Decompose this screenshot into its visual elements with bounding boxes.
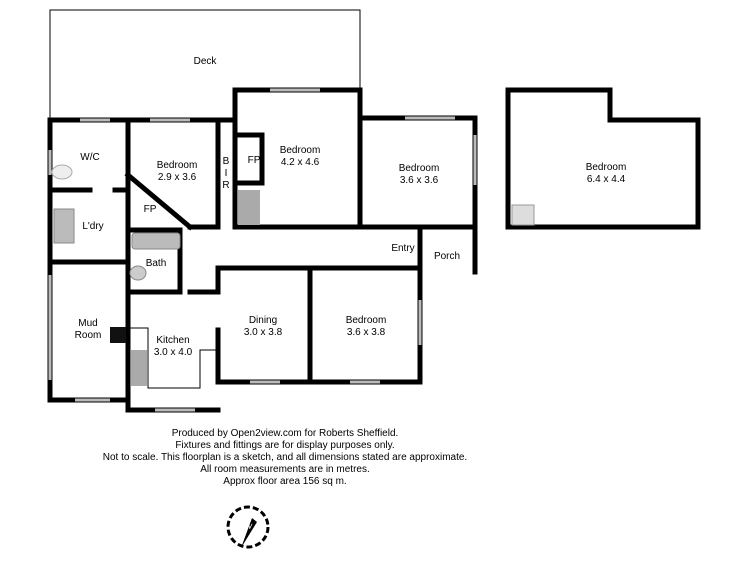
stairs-icon [511,204,535,226]
laundry-tub-icon [53,208,75,244]
note-line: Not to scale. This floorplan is a sketch… [102,452,468,463]
room-label-laundry: L'dry [82,221,103,232]
toilet-icon [51,164,73,180]
bir-label: R [222,180,229,191]
note-line: Approx floor area 156 sq m. [223,476,347,487]
room-label-bath: Bath [146,258,167,269]
room-label-bedroom: Bedroom [346,315,387,326]
room-dimensions: 4.2 x 4.6 [281,157,320,168]
room-label-wc: W/C [80,152,99,163]
room-dimensions: 2.9 x 3.6 [158,172,197,183]
room-label-entry: Entry [391,243,414,254]
room-dimensions: 3.0 x 3.8 [244,327,283,338]
note-line: All room measurements are in metres. [200,464,370,475]
fireplace-label: FP [248,155,261,166]
bir-label: I [225,168,228,179]
bathtub-icon [131,232,181,250]
north-arrow-icon: N [226,505,270,549]
shower-fixture [238,190,260,225]
bir-label: B [223,156,230,167]
room-label-bedroom: Bedroom [157,160,198,171]
bedroom-upper-walls [505,87,701,230]
compass-label: N [245,520,254,531]
room-dimensions: 3.0 x 4.0 [154,347,193,358]
deck-outline [49,9,361,120]
note-line: Fixtures and fittings are for display pu… [175,440,395,451]
room-label-mud-room: Mud [78,318,97,329]
room-dimensions: 6.4 x 4.4 [587,174,626,185]
room-dimensions: 3.6 x 3.8 [347,327,386,338]
note-line: Produced by Open2view.com for Roberts Sh… [171,428,399,439]
stove-icon [110,327,126,343]
fireplace-label: FP [144,204,157,215]
room-label-bedroom: Bedroom [586,162,627,173]
room-label-mud-room: Room [75,330,102,341]
room-dimensions: 3.6 x 3.6 [400,175,439,186]
room-label-kitchen: Kitchen [156,335,189,346]
toilet-icon [129,265,147,281]
kitchen-bench [130,327,218,389]
windows [48,88,477,412]
room-label-bedroom: Bedroom [280,145,321,156]
disclaimer-notes: Produced by Open2view.com for Roberts Sh… [40,428,530,488]
room-label-deck: Deck [194,56,218,67]
room-label-porch: Porch [434,251,460,262]
sink-icon [131,350,147,386]
room-label-dining: Dining [249,315,277,326]
room-label-bedroom: Bedroom [399,163,440,174]
